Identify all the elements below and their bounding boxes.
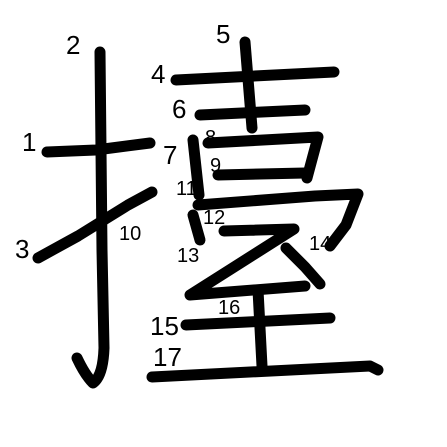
stroke-number-11: 11 (176, 178, 197, 200)
stroke-number-15: 15 (150, 311, 179, 341)
stroke-8 (202, 131, 324, 184)
stroke-11 (192, 188, 364, 252)
stroke-number-8: 8 (205, 127, 216, 149)
stroke-4 (170, 66, 340, 86)
stroke-number-16: 16 (218, 297, 240, 319)
stroke-number-12: 12 (203, 207, 225, 229)
stroke-12 (184, 223, 311, 301)
character-strokes (32, 36, 384, 389)
stroke-number-3: 3 (15, 234, 29, 264)
stroke-10 (187, 209, 206, 246)
stroke-number-10: 10 (119, 223, 141, 245)
stroke-number-14: 14 (309, 233, 331, 255)
stroke-number-9: 9 (210, 155, 221, 177)
stroke-3 (32, 186, 158, 264)
stroke-number-5: 5 (216, 19, 230, 49)
stroke-number-2: 2 (66, 30, 80, 60)
stroke-16 (252, 284, 268, 372)
stroke-17 (146, 360, 384, 383)
stroke-number-13: 13 (177, 245, 199, 267)
stroke-number-17: 17 (153, 342, 182, 372)
stroke-9 (212, 167, 311, 181)
stroke-order-numbers: 1 2 3 4 5 6 7 8 9 10 11 12 13 14 15 16 1… (15, 19, 331, 372)
stroke-number-1: 1 (22, 127, 36, 157)
stroke-14 (280, 242, 326, 290)
stroke-7 (187, 134, 205, 201)
stroke-number-6: 6 (172, 94, 186, 124)
stroke-6 (194, 104, 311, 121)
stroke-number-4: 4 (151, 59, 165, 89)
stroke-2 (71, 46, 110, 389)
stroke-number-7: 7 (163, 140, 177, 170)
